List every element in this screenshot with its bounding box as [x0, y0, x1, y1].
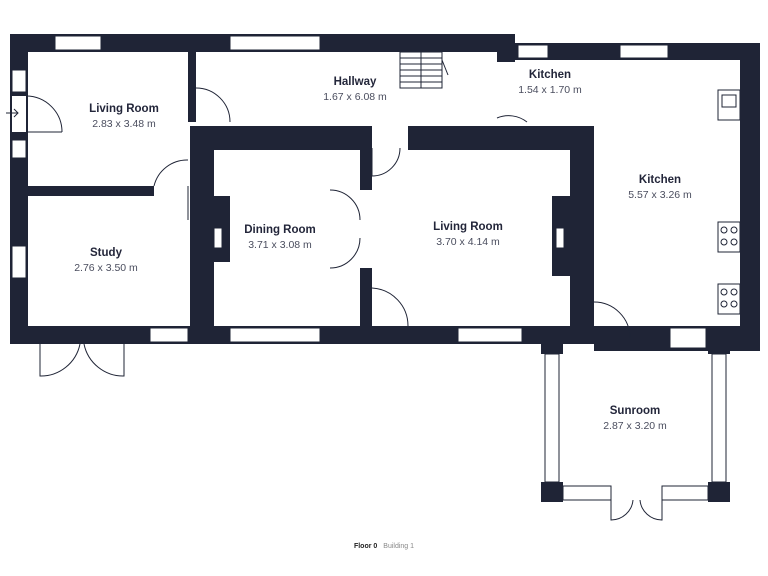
living-room-left-size: 2.83 x 3.48 m [92, 118, 156, 130]
living-room-center-name: Living Room [433, 221, 503, 233]
hob-icon [717, 283, 741, 315]
sink-icon [717, 89, 741, 121]
doors [25, 87, 663, 521]
hallway-name: Hallway [334, 76, 377, 88]
windows [11, 35, 727, 501]
kitchen-small-size: 1.54 x 1.70 m [518, 84, 582, 96]
floor-label: Floor 0 [353, 543, 378, 550]
kitchen-main-size: 5.57 x 3.26 m [628, 189, 692, 201]
room-labels: Living Room 2.83 x 3.48 m Hallway 1.67 x… [74, 69, 692, 432]
hob-icon [717, 221, 741, 253]
dining-room-size: 3.71 x 3.08 m [248, 239, 312, 251]
study-name: Study [90, 247, 123, 259]
dining-room-name: Dining Room [244, 224, 316, 236]
living-room-left-name: Living Room [89, 103, 159, 115]
sunroom-size: 2.87 x 3.20 m [603, 420, 667, 432]
kitchen-main-name: Kitchen [639, 174, 681, 186]
study-size: 2.76 x 3.50 m [74, 262, 138, 274]
entrance-arrow-icon [6, 108, 19, 118]
hallway-size: 1.67 x 6.08 m [323, 91, 387, 103]
stairs-icon [399, 51, 449, 89]
living-room-center-size: 3.70 x 4.14 m [436, 236, 500, 248]
building-label: Building 1 [383, 543, 415, 550]
kitchen-small-name: Kitchen [529, 69, 571, 81]
plan-footer: Floor 0 Building 1 [0, 543, 768, 550]
sunroom-name: Sunroom [610, 405, 660, 417]
fireplace-icon [213, 227, 565, 249]
